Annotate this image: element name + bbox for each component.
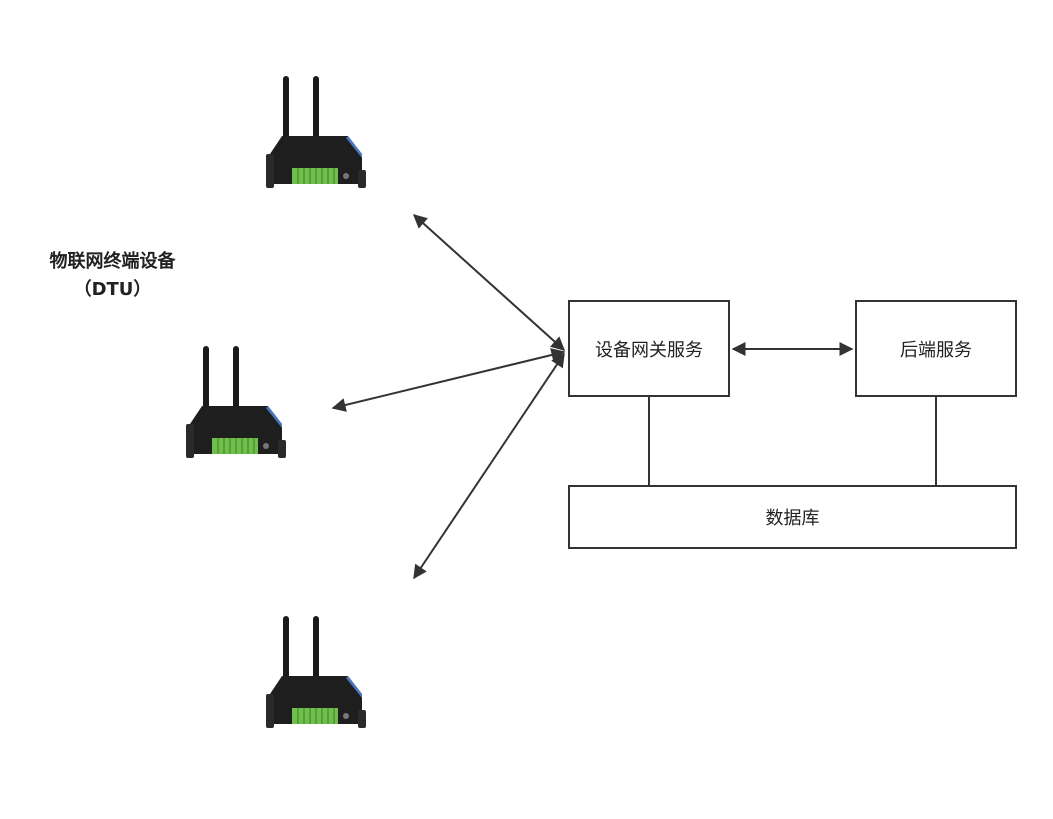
dtu-device-top-icon [265, 75, 367, 189]
arrow-middle-device-gateway [331, 348, 566, 412]
device-gateway-service-box: 设备网关服务 [568, 300, 730, 397]
database-box: 数据库 [568, 485, 1017, 549]
dtu-device-bottom-icon [265, 615, 367, 729]
iot-terminal-label-line1: 物联网终端设备 [49, 251, 176, 272]
iot-terminal-label: 物联网终端设备 （DTU） [30, 248, 195, 304]
iot-terminal-label-line2: （DTU） [73, 279, 152, 300]
database-label: 数据库 [765, 508, 820, 529]
device-gateway-service-label: 设备网关服务 [595, 339, 703, 361]
backend-service-box: 后端服务 [855, 300, 1017, 397]
dtu-device-middle-icon [185, 345, 287, 459]
backend-service-label: 后端服务 [900, 339, 972, 361]
arrow-top-device-gateway [412, 214, 566, 351]
arrow-bottom-device-gateway [413, 352, 565, 580]
